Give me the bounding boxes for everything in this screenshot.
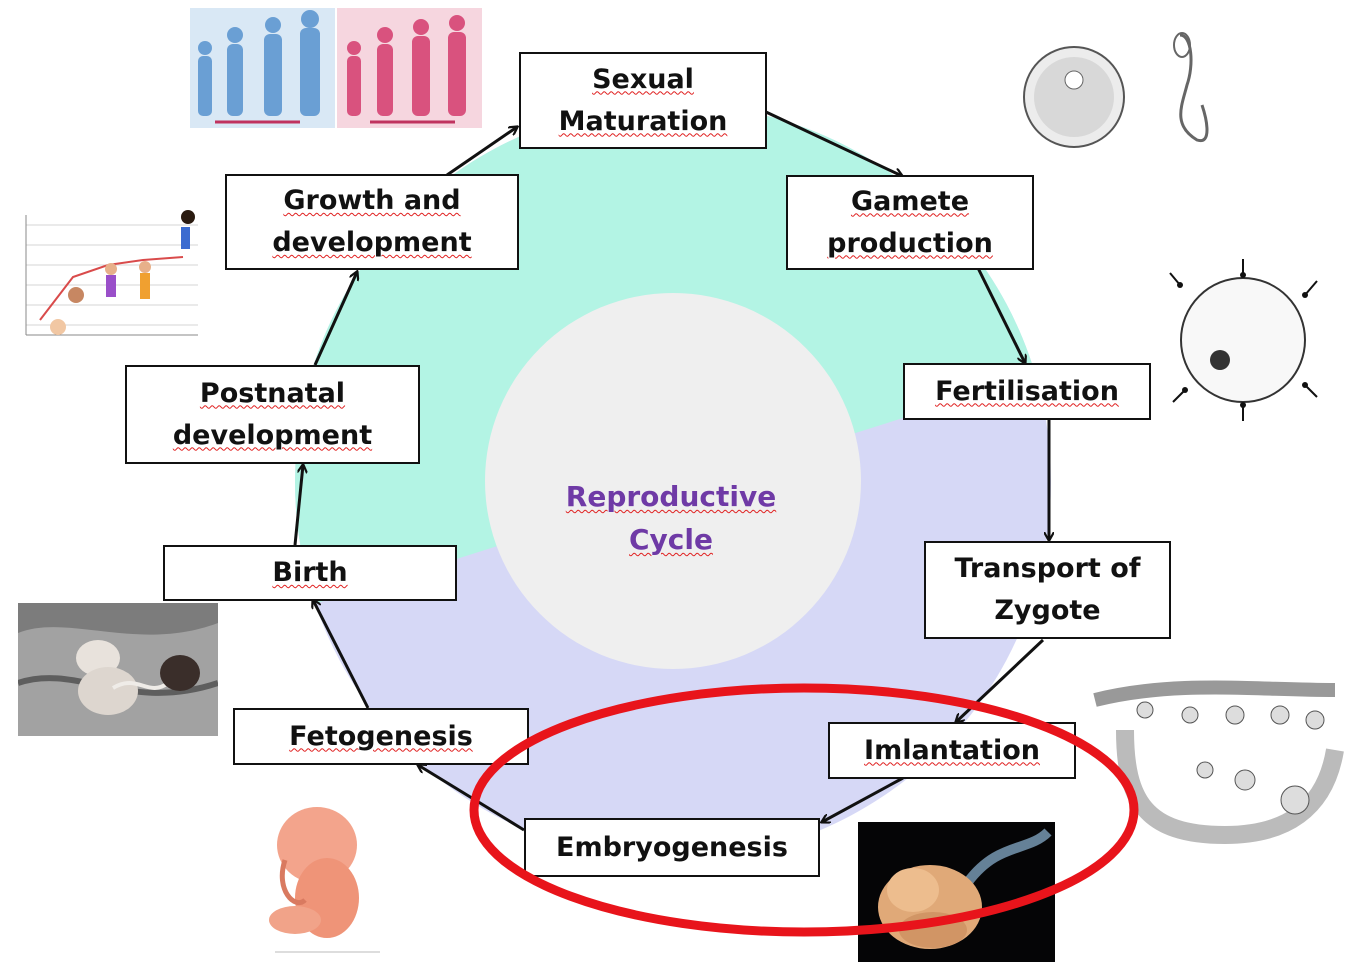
fetus-illustration-image [255,800,400,958]
stage-embryogenesis: Embryogenesis [524,818,820,877]
stage-label: Embryogenesis [556,827,788,869]
stage-label: Transport of Zygote [954,548,1140,632]
stage-label: Growth and development [272,180,471,264]
stage-label: Postnatal development [173,373,372,457]
stage-gamete-production: Gamete production [786,175,1034,270]
embryo-photo [858,822,1055,962]
stage-fertilisation: Fertilisation [903,363,1151,420]
center-title: Reproductive Cycle [540,432,802,561]
fertilisation-drawing [1165,255,1325,425]
stage-growth-and-development: Growth and development [225,174,519,270]
stage-implantation: Imlantation [828,722,1076,779]
center-title-text: Reproductive Cycle [566,480,776,556]
stage-birth: Birth [163,545,457,601]
stage-label: Fertilisation [935,371,1119,413]
child-growth-chart-image [18,205,206,350]
stage-label: Imlantation [864,730,1040,772]
stage-label: Gamete production [827,181,993,265]
stage-label: Birth [272,552,347,594]
stage-label: Sexual Maturation [559,59,728,143]
height-growth-silhouettes-image [190,8,482,128]
stage-label: Fetogenesis [289,716,473,758]
egg-and-sperm-drawing [1022,25,1302,170]
stage-transport-of-zygote: Transport of Zygote [924,541,1171,639]
newborn-baby-photo [18,603,218,736]
stage-postnatal-development: Postnatal development [125,365,420,464]
stage-fetogenesis: Fetogenesis [233,708,529,765]
stage-sexual-maturation: Sexual Maturation [519,52,767,149]
uterus-implantation-drawing [1085,660,1347,845]
